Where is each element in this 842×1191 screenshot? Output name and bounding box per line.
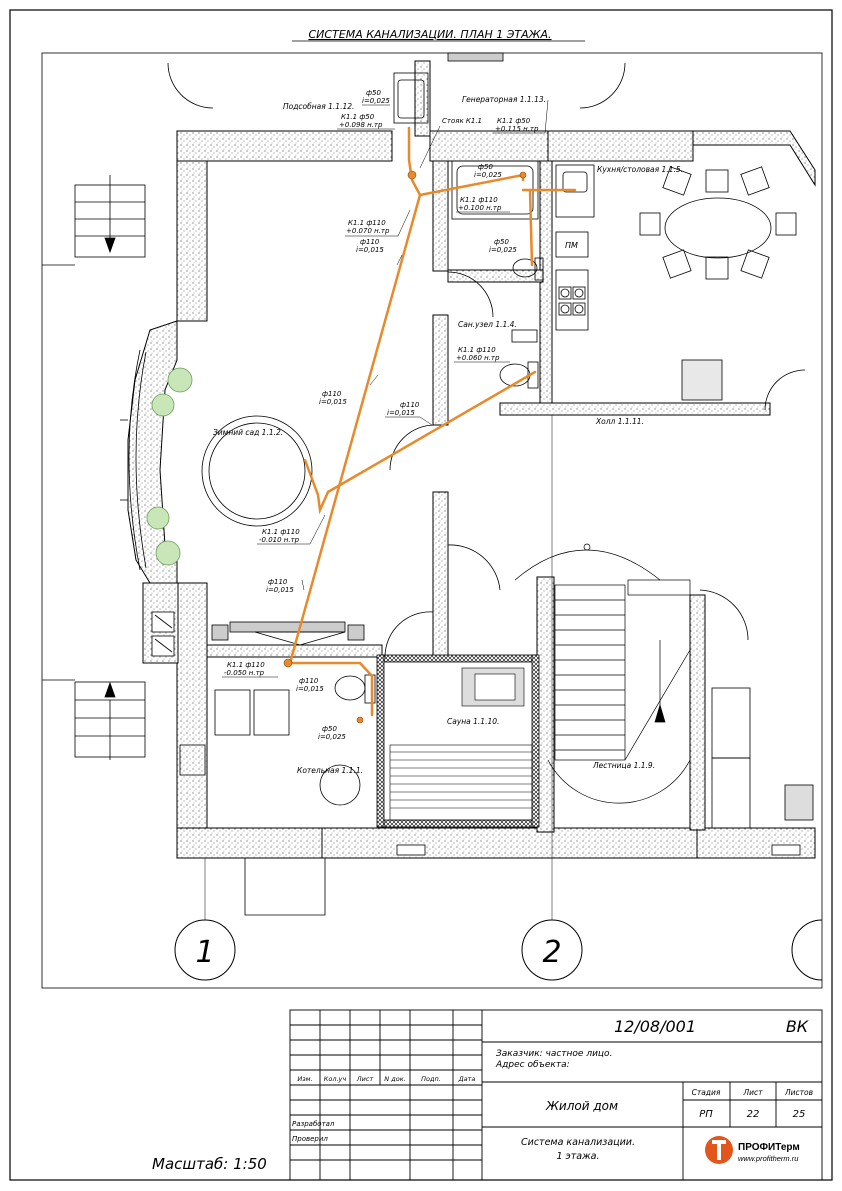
room-holl: Холл 1.1.11. <box>595 417 644 426</box>
pipe-label: -0.010 н.тр <box>259 536 300 544</box>
pipe-label: ф110 <box>268 578 288 586</box>
sheet-frame <box>9 9 833 1181</box>
pipe-label: ф50 <box>494 238 509 246</box>
pipe-label: К1.1 ф110 <box>458 346 496 354</box>
scale-label: Масштаб: 1:50 <box>152 1155 267 1173</box>
pipe-label: К1.1 ф110 <box>227 661 265 669</box>
logo-text: ПРОФИТерм <box>738 1142 800 1153</box>
furniture <box>146 52 814 916</box>
sheet-title: СИСТЕМА КАНАЛИЗАЦИИ. ПЛАН 1 ЭТАЖА. <box>308 28 551 41</box>
room-sauna: Сауна 1.1.10. <box>447 717 499 726</box>
axis-lines <box>204 415 553 920</box>
room-labels: Подсобная 1.1.12. Генераторная 1.1.13. К… <box>213 95 683 775</box>
bay-window <box>120 349 147 571</box>
axis-label-1: 1 <box>195 935 214 970</box>
room-generatornaya: Генераторная 1.1.13. <box>462 95 546 104</box>
col-podp: Подп. <box>421 1075 441 1083</box>
proveril-label: Проверил <box>292 1135 328 1143</box>
axis-marker-2 <box>521 919 583 981</box>
room-podsobnaya: Подсобная 1.1.12. <box>283 102 354 111</box>
col-data: Дата <box>458 1075 476 1083</box>
pipe-fittings <box>283 170 527 724</box>
pipe-label: i=0,025 <box>362 97 390 105</box>
walls <box>127 60 816 859</box>
room-sanuzel: Сан.узел 1.1.4. <box>458 320 517 329</box>
pipe-label: ф110 <box>299 677 319 685</box>
pipe-label: i=0,025 <box>489 246 517 254</box>
pipe-label: +0.070 н.тр <box>346 227 390 235</box>
pipe-label: i=0,015 <box>356 246 384 254</box>
room-kotelnaya: Котельная 1.1.1. <box>297 766 363 775</box>
col-izm: Изм. <box>297 1075 312 1083</box>
pipe-label: Стояк К1.1 <box>442 117 482 125</box>
pipe-label: +0.115 н.тр <box>495 125 539 133</box>
axis-label-2: 2 <box>542 935 561 970</box>
col-ndok: N док. <box>384 1075 405 1083</box>
main-staircase <box>514 543 691 804</box>
address: Адрес объекта: <box>495 1060 570 1070</box>
title-block <box>289 1009 823 1181</box>
annotation-leaders <box>222 99 549 678</box>
stairs-left <box>42 175 146 760</box>
pipe-label: -0.050 н.тр <box>224 669 265 677</box>
title-block-text: 12/08/001 ВК Заказчик: частное лицо. Адр… <box>292 1017 813 1162</box>
listov-header: Листов <box>784 1088 813 1097</box>
list-value: 22 <box>747 1109 760 1120</box>
sauna-walls <box>376 654 540 828</box>
stadiya-value: РП <box>699 1109 713 1120</box>
room-kuhnya: Кухня/столовая 1.1.5. <box>597 165 683 174</box>
pipe-label: ф110 <box>322 390 342 398</box>
axis-marker-partial <box>791 919 823 981</box>
sewer-pipes <box>288 126 577 717</box>
stadiya-header: Стадия <box>692 1088 721 1097</box>
customer: Заказчик: частное лицо. <box>496 1049 612 1059</box>
sheet-title-line1: Система канализации. <box>521 1137 635 1148</box>
pipe-label: +0.100 н.тр <box>458 204 502 212</box>
room-zimniy-sad: Зимний сад 1.1.2. <box>213 428 283 437</box>
axis-marker-1 <box>174 919 236 981</box>
pipe-label: К1.1 ф110 <box>460 196 498 204</box>
room-lestnica: Лестница 1.1.9. <box>592 761 655 770</box>
pipe-label: +0.060 н.тр <box>456 354 500 362</box>
listov-value: 25 <box>793 1109 806 1120</box>
equipment-pm: ПМ <box>565 241 578 250</box>
pipe-label: К1.1 ф50 <box>497 117 531 125</box>
logo-url: www.profitherm.ru <box>738 1154 799 1163</box>
pipe-label: i=0,015 <box>266 586 294 594</box>
pipe-label: i=0,015 <box>296 685 324 693</box>
sheet-title-line2: 1 этажа. <box>556 1151 599 1162</box>
col-list: Лист <box>356 1075 374 1083</box>
list-header: Лист <box>742 1088 763 1097</box>
pipe-label: i=0,015 <box>319 398 347 406</box>
pipe-label: К1.1 ф50 <box>341 113 375 121</box>
drawing-area-frame <box>41 52 823 989</box>
section-code: ВК <box>786 1017 809 1036</box>
col-koluch: Кол.уч <box>324 1075 347 1083</box>
pipe-label: ф50 <box>366 89 381 97</box>
pipe-label: +0.098 н.тр <box>339 121 383 129</box>
pipe-label: ф50 <box>322 725 337 733</box>
pipe-annotations: ф50 i=0,025 К1.1 ф50 +0.098 н.тр Стояк К… <box>224 89 539 741</box>
razrabotal-label: Разработал <box>292 1120 335 1128</box>
project-name: Жилой дом <box>545 1099 618 1113</box>
pipe-label: i=0,015 <box>387 409 415 417</box>
sauna-bench <box>389 667 533 821</box>
doc-code: 12/08/001 <box>614 1017 696 1036</box>
pipe-label: i=0,025 <box>318 733 346 741</box>
pipe-label: К1.1 ф110 <box>348 219 386 227</box>
pipe-label: ф110 <box>400 401 420 409</box>
pipe-label: ф50 <box>478 163 493 171</box>
pipe-label: i=0,025 <box>474 171 502 179</box>
pipe-label: ф110 <box>360 238 380 246</box>
company-logo: ПРОФИТерм www.profitherm.ru <box>705 1136 800 1164</box>
pipe-label: К1.1 ф110 <box>262 528 300 536</box>
